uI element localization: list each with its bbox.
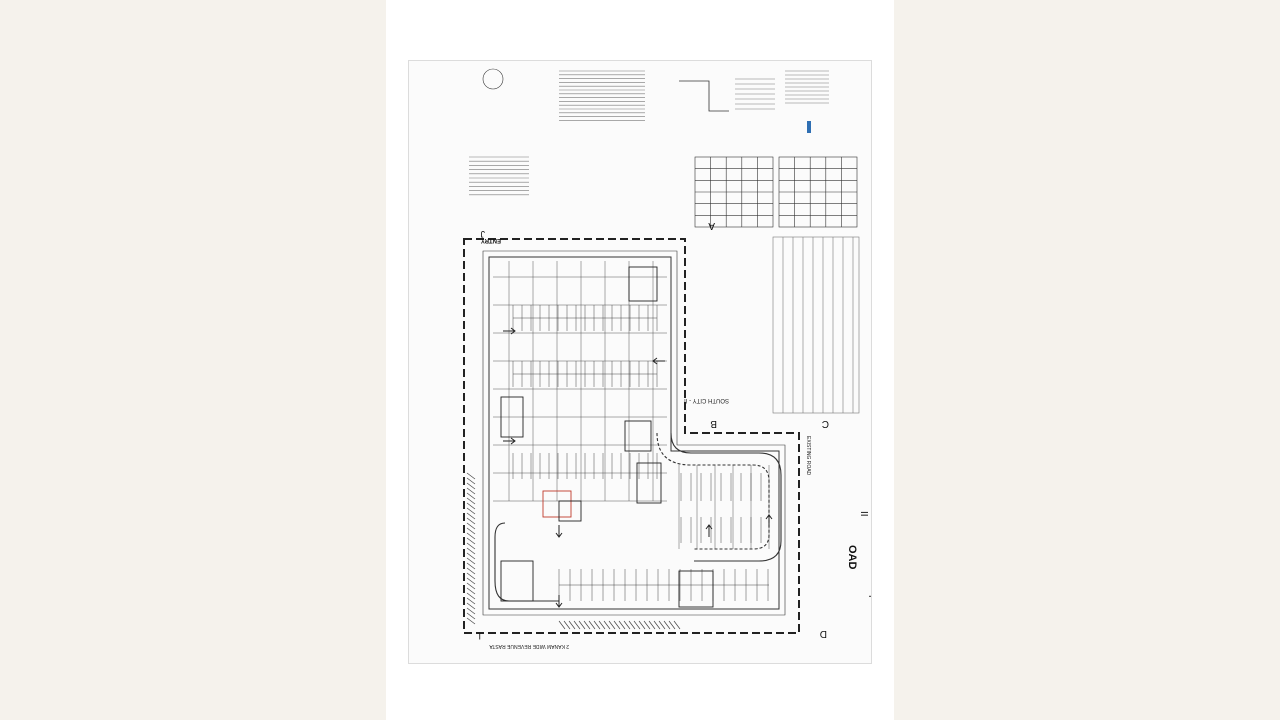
mark-ii: II [858, 511, 869, 517]
floor-plan-drawing: SOUTH CITY - II 2 KANAM WIDE REVENUE RAS… [463, 68, 877, 649]
mark-j: J [481, 229, 486, 239]
traffic-arrows [503, 327, 773, 608]
road-label-right: EXISTING ROAD [805, 436, 811, 476]
title-block-notes [469, 70, 860, 414]
section-mark-b: B [710, 418, 717, 429]
structural-grid [493, 261, 770, 549]
section-mark-a: A [708, 220, 715, 231]
section-details [482, 68, 858, 228]
driveway-ramp [494, 432, 782, 602]
document-page: SOUTH CITY - II 2 KANAM WIDE REVENUE RAS… [386, 0, 894, 720]
mark-i: I [478, 631, 481, 641]
site-boundary [463, 238, 800, 634]
south-city-label: SOUTH CITY - II [684, 397, 729, 403]
building-outline [482, 250, 786, 616]
mark-i-right: I [867, 595, 871, 598]
entry-label: ENTRY [481, 237, 501, 243]
parking-bays [512, 305, 769, 601]
section-mark-d: D [820, 628, 827, 639]
road-label-bottom: 2 KANAM WIDE REVENUE RASTA [489, 643, 569, 649]
road-fragment-label: OAD [846, 545, 858, 570]
section-mark-c: C [822, 418, 829, 429]
stair-lift-cores [500, 266, 714, 608]
boundary-hatching [466, 472, 681, 630]
drawing-sheet: SOUTH CITY - II 2 KANAM WIDE REVENUE RAS… [408, 60, 877, 664]
